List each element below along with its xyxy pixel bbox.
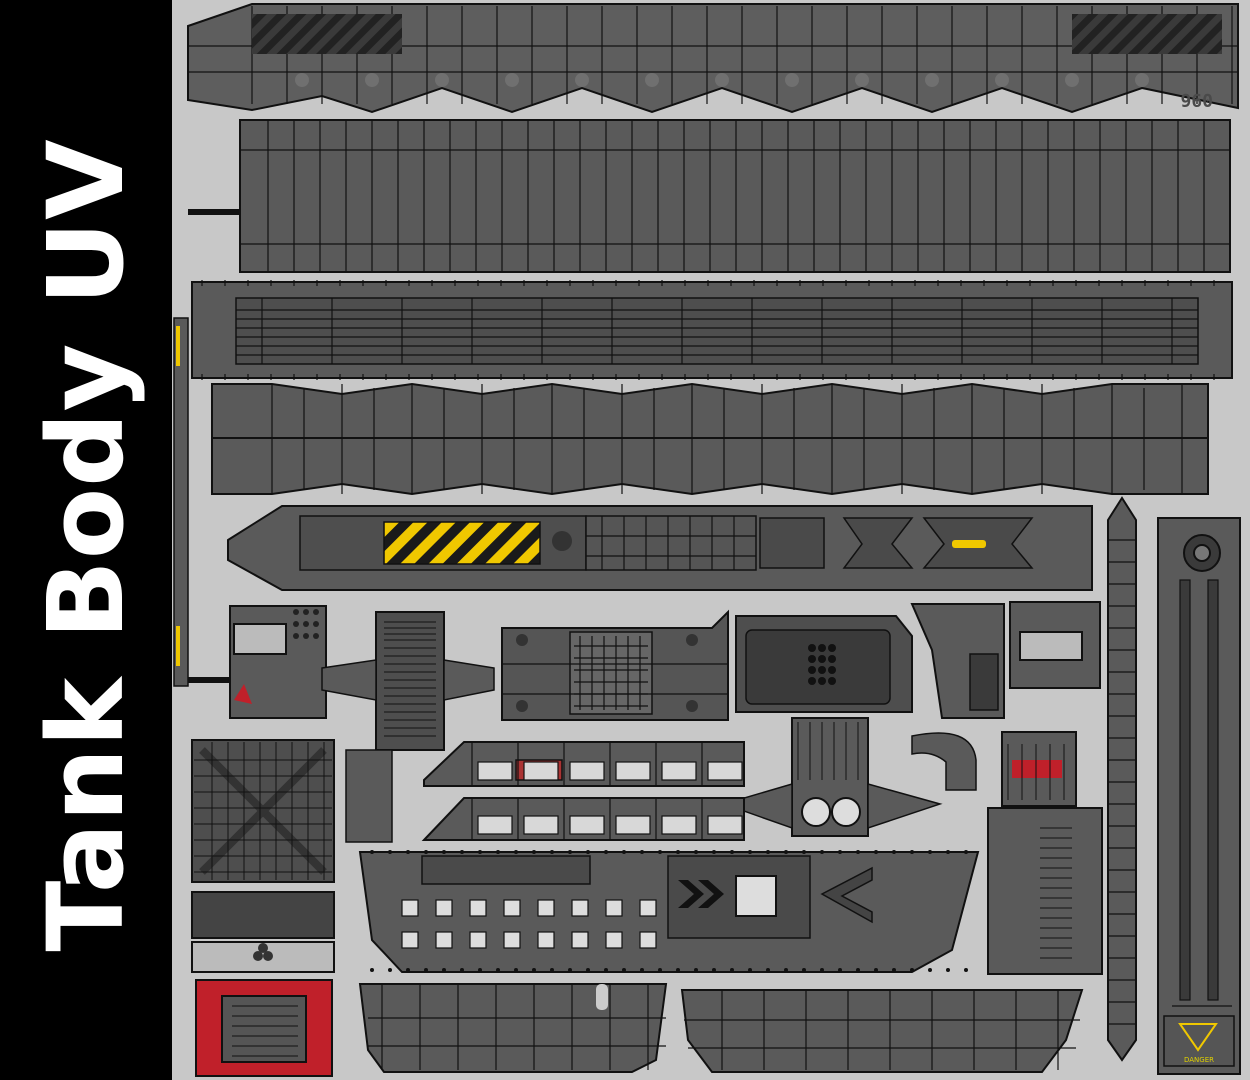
- title-text: Tank Body UV: [25, 138, 147, 952]
- hinge-panel: [910, 601, 1101, 719]
- uv-layout: 096: [173, 3, 1241, 1077]
- hazard-strip: [227, 505, 1093, 591]
- big-hatch-block: [191, 739, 393, 1077]
- upper-hull-panel: [188, 119, 1231, 273]
- armor-band-strip: [211, 382, 1209, 496]
- warning-label: DANGER: [1184, 1056, 1214, 1064]
- sidebar: Tank Body UV: [0, 0, 172, 1080]
- top-frame-parts: [421, 741, 745, 841]
- grid-hatch-panel: [501, 609, 729, 721]
- vent-panel: [735, 615, 913, 713]
- mid-connectors: [721, 717, 1103, 975]
- control-panel-block: [229, 605, 327, 719]
- panel-number: 096: [1180, 89, 1213, 110]
- uv-sheet: 096: [172, 0, 1250, 1080]
- turret-cross-block: [321, 611, 495, 751]
- side-rail-strip: [191, 280, 1233, 380]
- left-vertical-rail: [173, 317, 234, 687]
- bottom-track-guards: [358, 983, 1084, 1073]
- right-column-parts: DANGER: [1107, 496, 1241, 1075]
- top-zigzag-strip: 096: [187, 3, 1239, 114]
- lower-hull-skirt: [358, 850, 980, 973]
